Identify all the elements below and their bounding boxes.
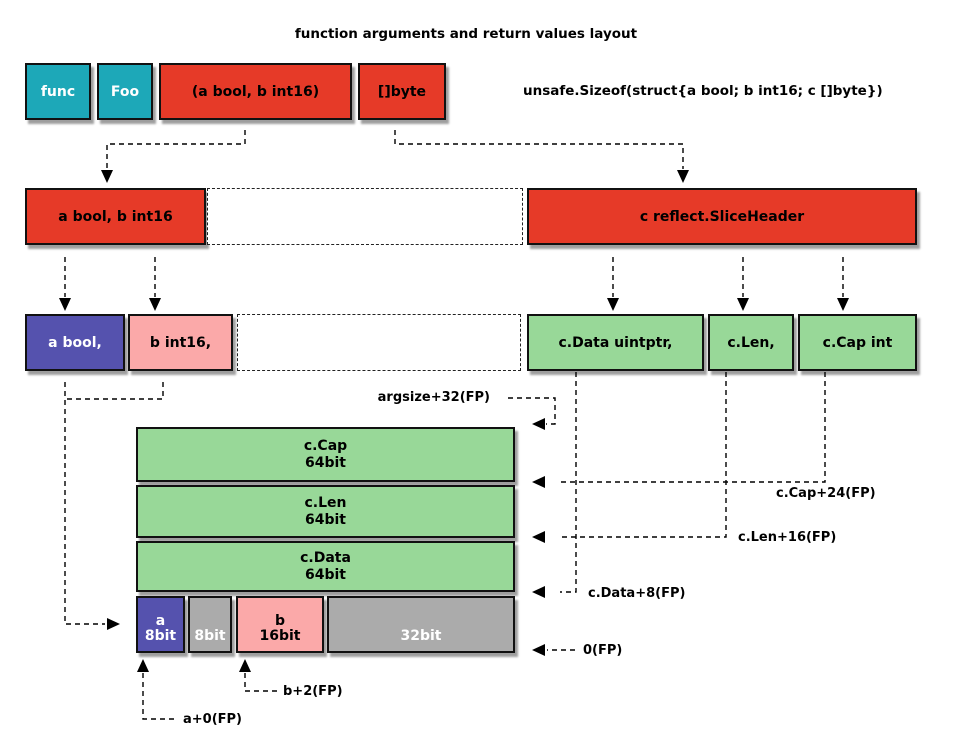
stack-len-slot: c.Len 64bit xyxy=(136,485,515,538)
stack-data-name: c.Data xyxy=(300,550,351,567)
connector-argsize-offset xyxy=(508,397,556,430)
connector-zero-offset xyxy=(532,644,575,656)
connector-data-offset xyxy=(532,372,577,598)
placeholder-grouped-gap xyxy=(207,188,523,245)
label-data-offset: c.Data+8(FP) xyxy=(588,586,686,601)
stack-cap-slot: c.Cap 64bit xyxy=(136,427,515,482)
bit-pad32-size: 32bit xyxy=(400,628,442,645)
bit-a-slot: a 8bit xyxy=(136,596,185,653)
bit-pad8-size: 8bit xyxy=(194,628,226,645)
label-zero-offset: 0(FP) xyxy=(583,643,623,658)
connector-result-to-sliceheader xyxy=(394,130,689,183)
bit-a-name: a xyxy=(155,612,166,629)
connector-len-offset xyxy=(532,372,727,543)
label-len-offset: c.Len+16(FP) xyxy=(738,530,837,545)
stack-len-size: 64bit xyxy=(305,511,346,528)
box-sliceheader: c reflect.SliceHeader xyxy=(527,188,917,245)
connector-b-offset xyxy=(239,659,278,692)
bit-b-size: 16bit xyxy=(259,628,301,645)
box-func-args: (a bool, b int16) xyxy=(159,63,352,120)
bit-b-name: b xyxy=(274,612,286,629)
stack-data-size: 64bit xyxy=(305,566,346,583)
stack-cap-name: c.Cap xyxy=(303,438,348,455)
connector-cap-offset xyxy=(532,372,826,488)
connector-fields-to-bitrow xyxy=(64,382,164,630)
box-field-a: a bool, xyxy=(25,314,125,371)
stack-data-slot: c.Data 64bit xyxy=(136,541,515,592)
label-a-offset: a+0(FP) xyxy=(183,712,243,727)
diagram-title: function arguments and return values lay… xyxy=(294,26,638,42)
placeholder-fields-gap xyxy=(237,314,521,371)
box-field-clen: c.Len, xyxy=(708,314,794,371)
label-cap-offset: c.Cap+24(FP) xyxy=(776,486,876,501)
box-grouped-args: a bool, b int16 xyxy=(25,188,206,245)
bit-a-size: 8bit xyxy=(144,628,177,645)
connector-sliceheader-to-ccap xyxy=(837,257,849,311)
box-func-keyword: func xyxy=(25,63,91,120)
box-func-name: Foo xyxy=(97,63,153,120)
connector-grouped-to-a xyxy=(59,257,71,311)
bit-pad32-slot: 32bit xyxy=(327,596,515,653)
sizeof-note: unsafe.Sizeof(struct{a bool; b int16; c … xyxy=(523,83,883,99)
bit-pad8-slot: 8bit xyxy=(188,596,232,653)
connector-a-offset xyxy=(137,659,177,720)
box-field-ccap: c.Cap int xyxy=(798,314,917,371)
connector-args-to-grouped xyxy=(101,130,246,183)
stack-cap-size: 64bit xyxy=(305,454,346,471)
connector-sliceheader-to-cdata xyxy=(607,257,619,311)
box-func-result: []byte xyxy=(358,63,446,120)
box-field-cdata: c.Data uintptr, xyxy=(527,314,704,371)
connector-grouped-to-b xyxy=(149,257,161,311)
box-field-b: b int16, xyxy=(128,314,233,371)
stack-len-name: c.Len xyxy=(304,495,347,512)
bit-b-slot: b 16bit xyxy=(236,596,324,653)
connector-sliceheader-to-clen xyxy=(737,257,749,311)
label-b-offset: b+2(FP) xyxy=(283,684,343,699)
label-argsize-offset: argsize+32(FP) xyxy=(377,390,490,405)
